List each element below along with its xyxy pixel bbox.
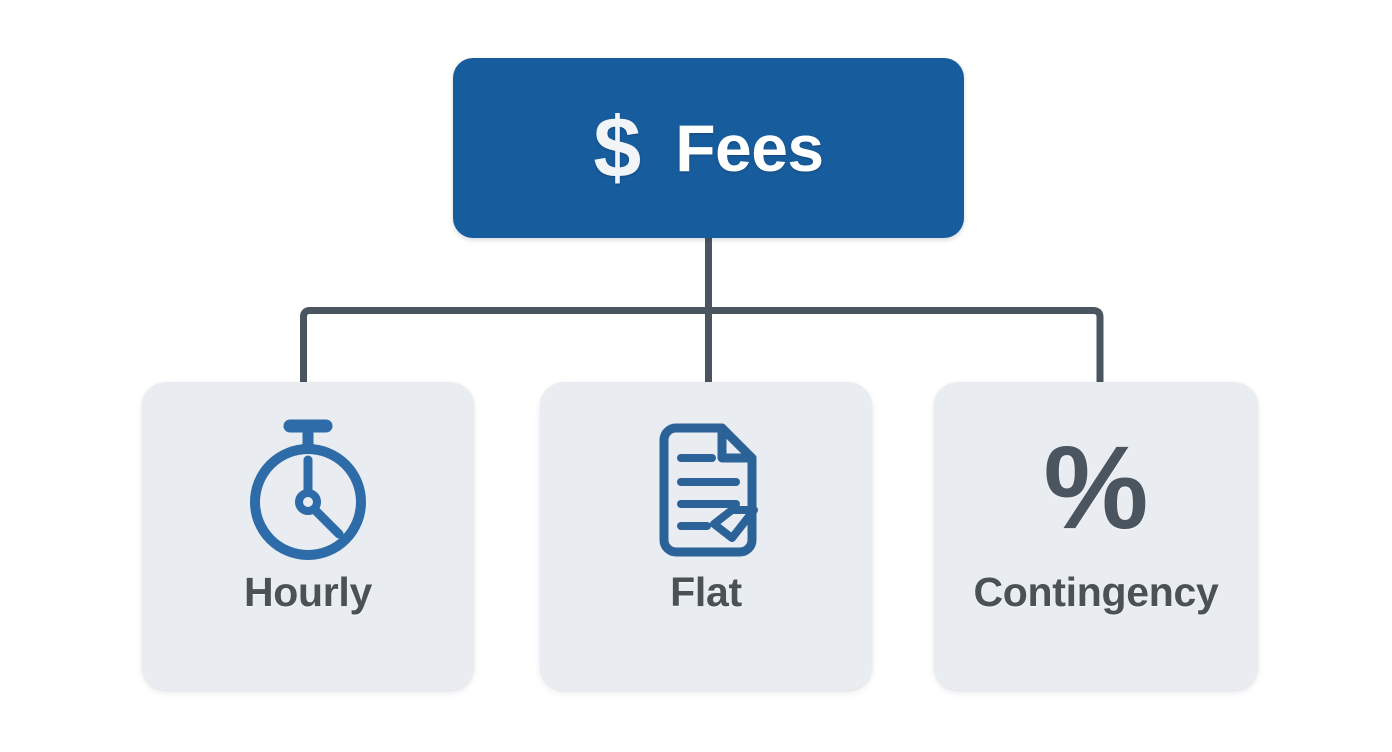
- card-hourly[interactable]: Hourly: [142, 382, 474, 690]
- card-contingency[interactable]: % Contingency: [934, 382, 1258, 690]
- connector-branch-left: [300, 307, 709, 384]
- root-node-content: $ Fees: [593, 100, 824, 196]
- card-label-contingency: Contingency: [973, 569, 1219, 615]
- connector-branch-right: [708, 307, 1104, 384]
- document-icon: [636, 414, 776, 562]
- card-label-hourly: Hourly: [243, 569, 373, 615]
- root-node-label: Fees: [675, 111, 824, 185]
- card-label-flat: Flat: [670, 569, 742, 615]
- dollar-sign-icon: $: [593, 100, 642, 196]
- percent-glyph: %: [1043, 422, 1149, 554]
- root-node-fees[interactable]: $ Fees: [453, 58, 964, 238]
- card-flat[interactable]: Flat: [540, 382, 872, 690]
- percent-icon: %: [1044, 414, 1149, 562]
- stopwatch-icon: [238, 414, 378, 562]
